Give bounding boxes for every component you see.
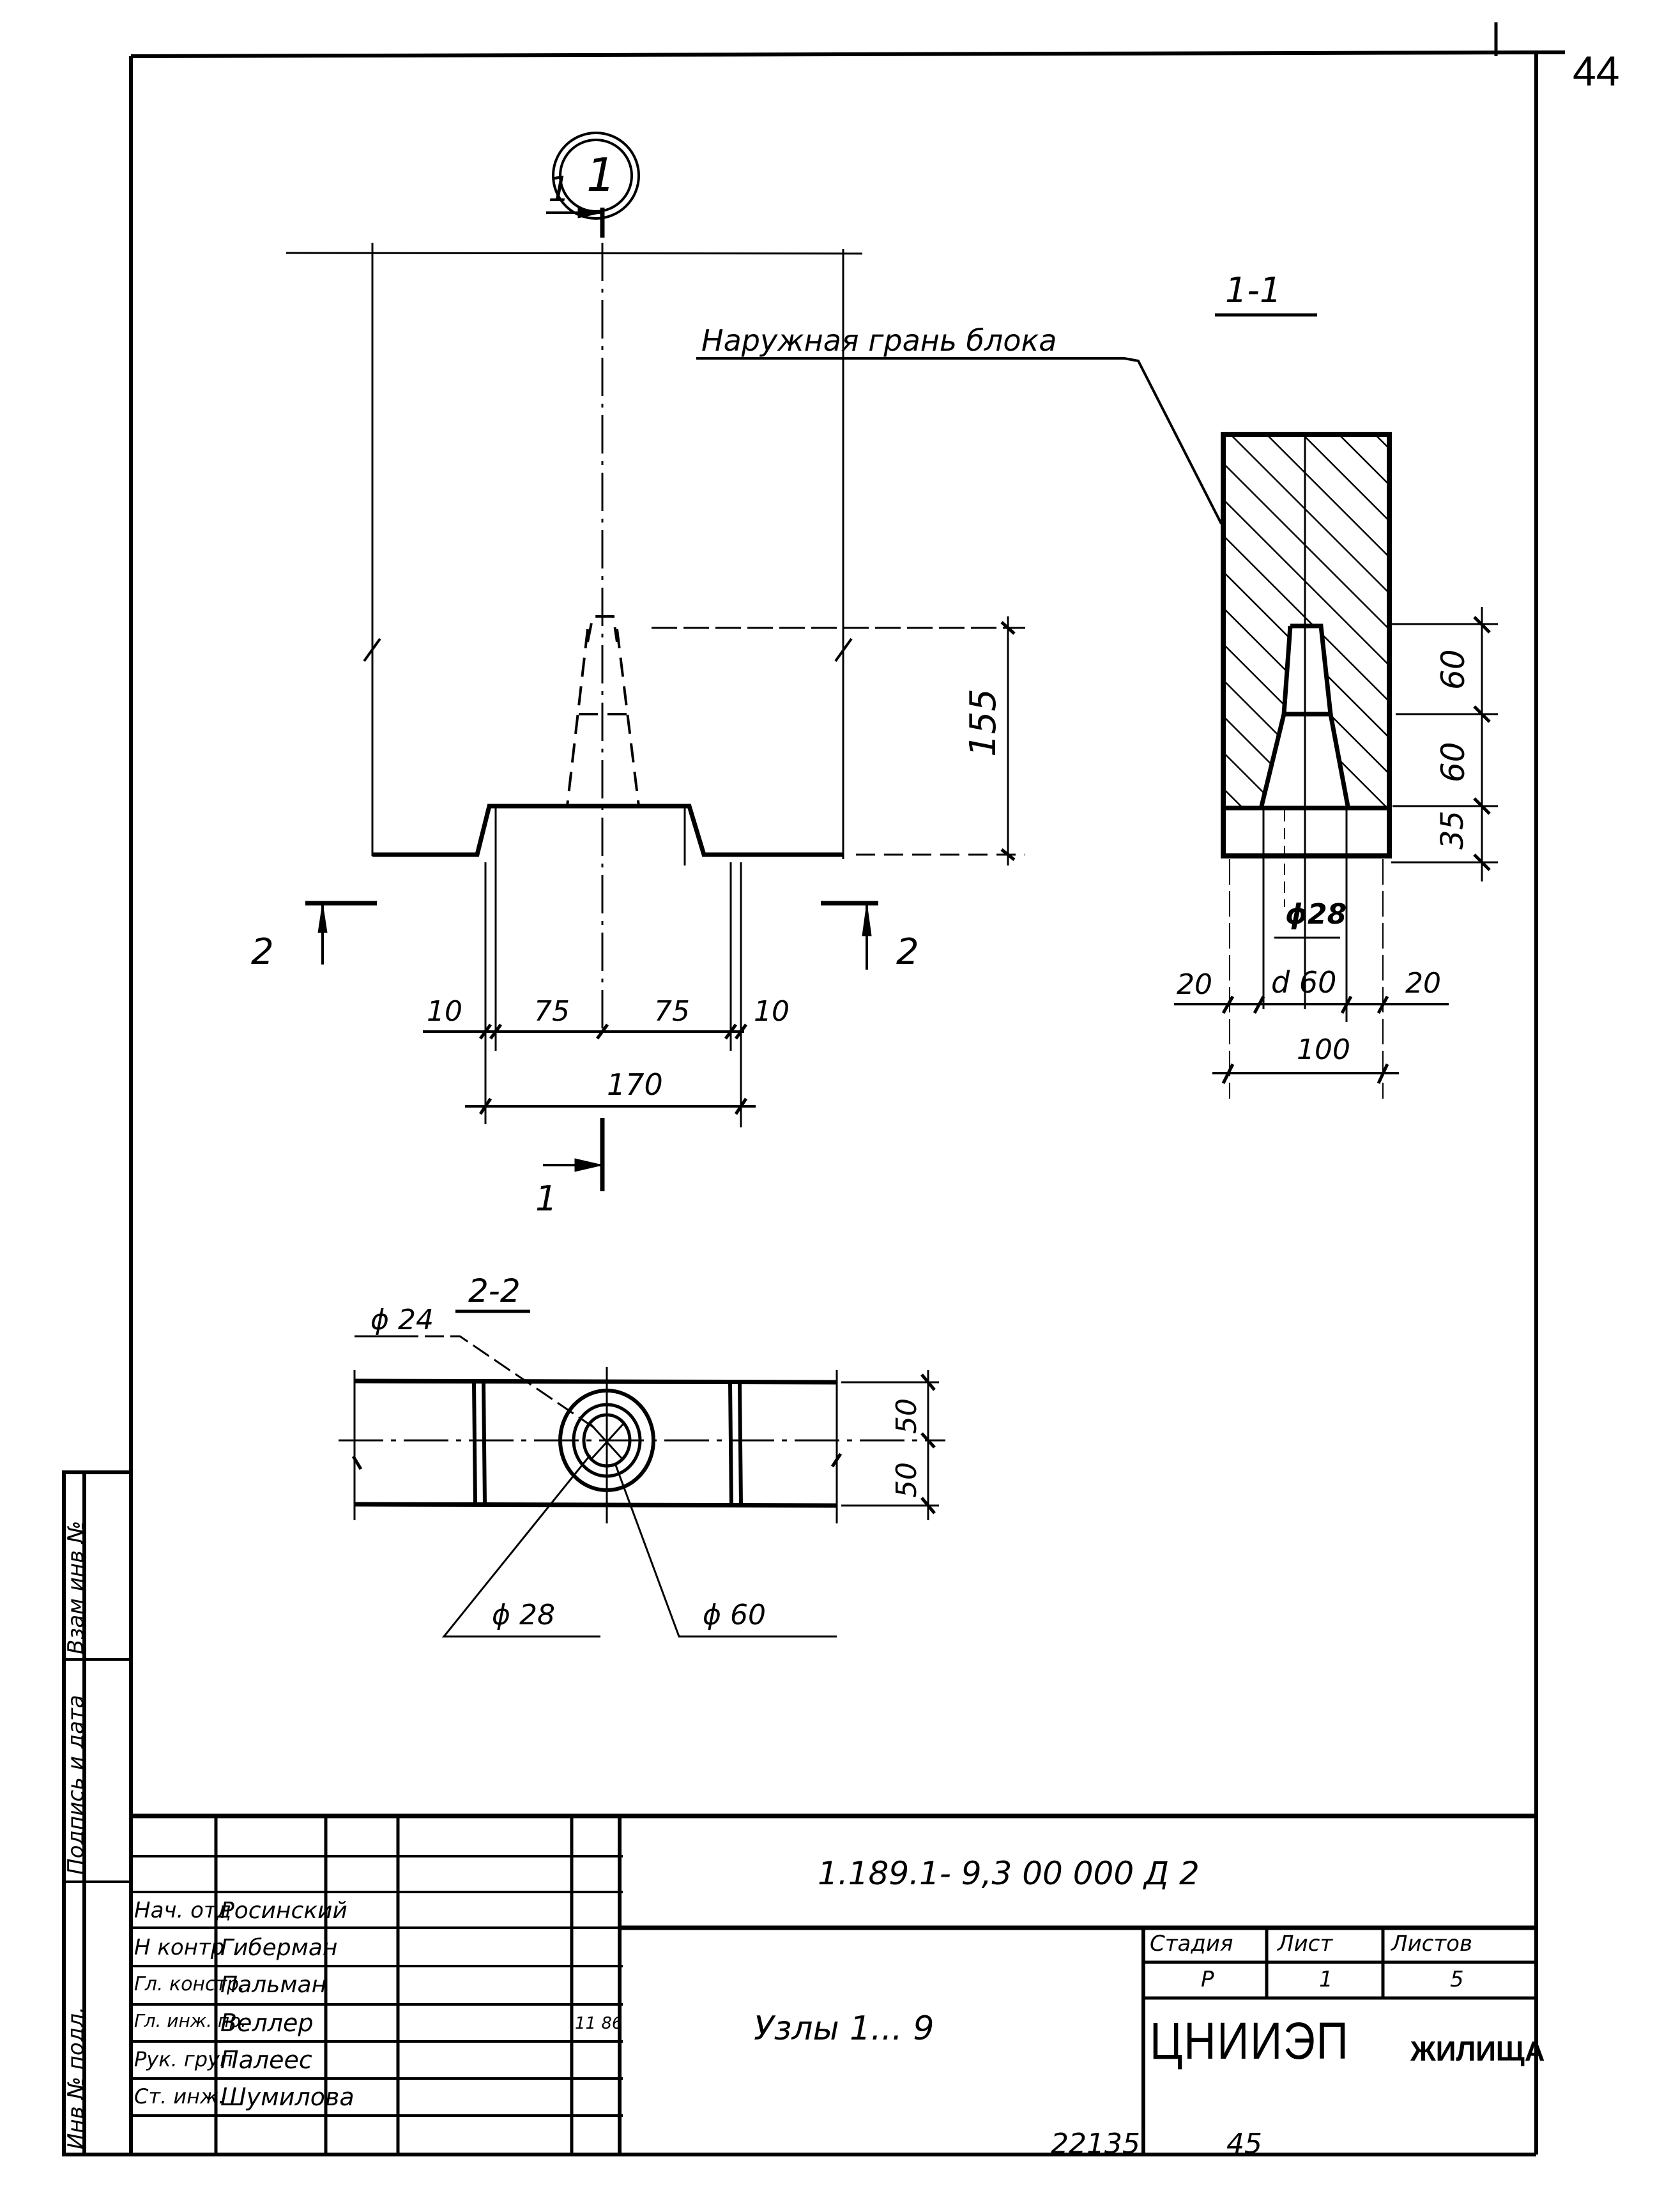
- section-1-1-dim-35: 35: [1435, 810, 1470, 850]
- plan-dim-overall: 170: [607, 1067, 663, 1102]
- section-1-1-dim-d60: d 60: [1271, 965, 1337, 1000]
- section-1-1-title: 1-1: [1225, 270, 1282, 310]
- organization-name: ЦНИИЭП: [1150, 2012, 1350, 2070]
- section-1-1-dim-20-right: 20: [1405, 967, 1441, 1000]
- section-1-1-dim-overall: 100: [1297, 1034, 1350, 1066]
- signatory-name: Пальман: [220, 1972, 327, 1998]
- section-1-1-dim-20-left: 20: [1177, 968, 1212, 1001]
- plan-view: [286, 243, 1025, 1127]
- plan-dim-height: 155: [963, 689, 1004, 757]
- section-2-2-title: 2-2: [468, 1272, 521, 1309]
- signatory-role: Ст. инж.: [134, 2084, 225, 2109]
- section-2-2-phi-60: ϕ 60: [703, 1599, 766, 1631]
- section-1-label-top: 1: [548, 169, 570, 210]
- side-stamp-signature-date: Подпись и дата: [63, 1695, 89, 1875]
- sheet-header: Лист: [1278, 1931, 1333, 1956]
- signatory-name: Веллер: [220, 2009, 314, 2037]
- section-1-1-dim-60-mid: 60: [1435, 742, 1472, 782]
- section-1-cut-marks: [543, 207, 605, 1191]
- section-1-label-bottom: 1: [535, 1178, 558, 1219]
- sheet-value: 1: [1319, 1967, 1333, 1992]
- signatory-role: Н контр: [134, 1935, 225, 1960]
- section-1-1-dim-60-top: 60: [1435, 649, 1472, 690]
- title-block-grid: [131, 1813, 1536, 2155]
- sheets-header: Листов: [1391, 1931, 1473, 1956]
- section-1-1-phi-label: ϕ28: [1285, 898, 1347, 931]
- section-2-label-left: 2: [251, 931, 274, 973]
- signatory-name: Гиберман: [220, 1935, 338, 1961]
- section-1-1-drawing: [696, 313, 1498, 1099]
- signatory-name: Росинский: [220, 1898, 347, 1924]
- section-2-2-phi-28: ϕ 28: [492, 1599, 555, 1631]
- signatory-date: 11 86: [575, 2014, 623, 2033]
- signatory-role: Рук. груп: [134, 2047, 233, 2071]
- side-stamp-replacement-inv: Взам инв №: [63, 1520, 89, 1654]
- page-number: 44: [1573, 47, 1620, 95]
- signatory-role: Нач. отд: [134, 1898, 232, 1923]
- node-marker-label: 1: [586, 148, 616, 202]
- signatory-name: Шумилова: [220, 2083, 355, 2111]
- side-stamp-frame: [62, 1470, 133, 2156]
- section-2-2-drawing: [339, 1309, 945, 1638]
- signatory-role: Гл. инж. пр.: [134, 2010, 247, 2031]
- stage-header: Стадия: [1150, 1931, 1233, 1956]
- archive-number: 22135: [1051, 2128, 1140, 2160]
- section-2-cut-marks: [305, 901, 878, 970]
- section-2-label-right: 2: [896, 931, 919, 973]
- plan-dim-10-left: 10: [427, 995, 462, 1028]
- plan-dim-75-left: 75: [534, 995, 570, 1028]
- plan-dim-75-right: 75: [654, 995, 690, 1028]
- section-2-2-phi-24: ϕ 24: [370, 1304, 434, 1336]
- plan-dim-10-right: 10: [754, 995, 790, 1028]
- drawing-title: Узлы 1... 9: [754, 2010, 935, 2048]
- stage-value: Р: [1201, 1967, 1214, 1992]
- leader-note-outer-face: Наружная грань блока: [701, 323, 1057, 358]
- side-stamp-original-inv: Инв № подл.: [63, 2006, 89, 2149]
- bottom-sheet-number: 45: [1226, 2128, 1262, 2160]
- document-code: 1.189.1- 9,3 00 000 Д 2: [818, 1855, 1200, 1892]
- signatory-name: Палеес: [220, 2046, 312, 2074]
- sheets-value: 5: [1450, 1967, 1464, 1992]
- organization-subtitle: ЖИЛИЩА: [1410, 2036, 1545, 2067]
- section-2-2-dim-50-bottom: 50: [890, 1462, 923, 1498]
- section-2-2-dim-50-top: 50: [890, 1398, 923, 1434]
- signatory-role: Гл. констр.: [134, 1973, 245, 1995]
